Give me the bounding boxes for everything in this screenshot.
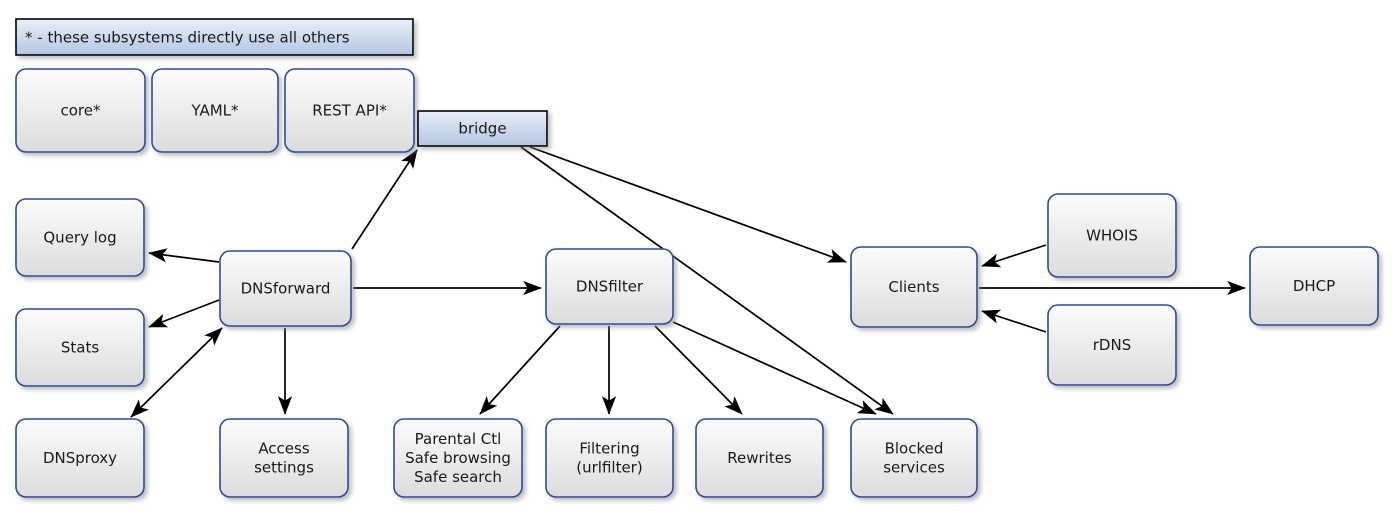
node-label-yaml: YAML*	[190, 101, 239, 119]
node-rect-rewrites	[695, 418, 824, 498]
edge-bridge-to-clients	[529, 146, 847, 263]
node-label-bridge: bridge	[458, 119, 506, 137]
node-dnsproxy[interactable]: DNSproxy	[15, 418, 145, 498]
node-rect-querylog	[15, 198, 145, 277]
node-label-filtering: Filtering(urlfilter)	[576, 439, 642, 476]
node-label-dnsproxy: DNSproxy	[43, 449, 117, 467]
node-rect-whois	[1047, 193, 1177, 278]
node-rect-bridge	[417, 110, 548, 147]
node-dhcp[interactable]: DHCP	[1249, 246, 1379, 326]
node-label-dnsforward: DNSforward	[241, 279, 331, 297]
node-rect-dhcp	[1249, 246, 1379, 326]
edge-dnsfilter-to-rewrites	[654, 325, 743, 415]
edge-bridge-to-blocked	[520, 146, 894, 415]
edge-dnsforward-to-querylog	[148, 248, 220, 263]
edge-dnsforward-to-stats	[148, 299, 220, 328]
node-label-rewrites: Rewrites	[727, 449, 792, 467]
node-rdns[interactable]: rDNS	[1047, 304, 1177, 386]
node-restapi[interactable]: REST API*	[284, 68, 415, 153]
node-rect-stats	[15, 308, 145, 387]
node-whois[interactable]: WHOIS	[1047, 193, 1177, 278]
edge-rdns-to-clients	[981, 309, 1047, 333]
node-rect-core	[15, 68, 146, 153]
node-rect-parental	[393, 418, 523, 498]
node-querylog[interactable]: Query log	[15, 198, 145, 277]
node-label-rdns: rDNS	[1093, 336, 1131, 354]
edge-layer	[130, 146, 1246, 418]
edge-dnsfilter-to-blocked	[672, 321, 877, 415]
node-label-core: core*	[61, 101, 101, 119]
node-rect-blocked	[850, 418, 978, 498]
edge-dnsforward-to-dnsproxy	[130, 327, 223, 418]
node-label-dhcp: DHCP	[1293, 277, 1335, 295]
node-label-dnsfilter: DNSfilter	[576, 277, 644, 295]
node-rect-rdns	[1047, 304, 1177, 386]
node-core[interactable]: core*	[15, 68, 146, 153]
node-rect-clients	[850, 246, 978, 328]
node-rewrites[interactable]: Rewrites	[695, 418, 824, 498]
node-rect-dnsproxy	[15, 418, 145, 498]
node-filtering[interactable]: Filtering(urlfilter)	[545, 418, 674, 498]
node-label-querylog: Query log	[43, 228, 116, 246]
legend-text: * - these subsystems directly use all ot…	[25, 29, 350, 47]
node-clients[interactable]: Clients	[850, 246, 978, 328]
node-rect-accesssettings	[219, 418, 349, 498]
edge-whois-to-clients	[981, 244, 1047, 268]
node-yaml[interactable]: YAML*	[151, 68, 279, 153]
legend-rect	[15, 18, 414, 56]
node-dnsforward[interactable]: DNSforward	[219, 250, 352, 327]
node-stats[interactable]: Stats	[15, 308, 145, 387]
edge-dnsfilter-to-parental	[479, 325, 561, 415]
node-label-whois: WHOIS	[1086, 226, 1138, 244]
node-label-restapi: REST API*	[312, 101, 387, 119]
legend-box: * - these subsystems directly use all ot…	[15, 18, 414, 56]
node-rect-restapi	[284, 68, 415, 153]
node-label-clients: Clients	[888, 278, 939, 296]
node-rect-dnsforward	[219, 250, 352, 327]
node-rect-yaml	[151, 68, 279, 153]
node-label-stats: Stats	[61, 338, 99, 356]
edge-dnsforward-to-bridge	[351, 149, 418, 250]
node-dnsfilter[interactable]: DNSfilter	[545, 248, 674, 325]
node-bridge[interactable]: bridge	[417, 110, 548, 147]
node-rect-dnsfilter	[545, 248, 674, 325]
node-rect-filtering	[545, 418, 674, 498]
